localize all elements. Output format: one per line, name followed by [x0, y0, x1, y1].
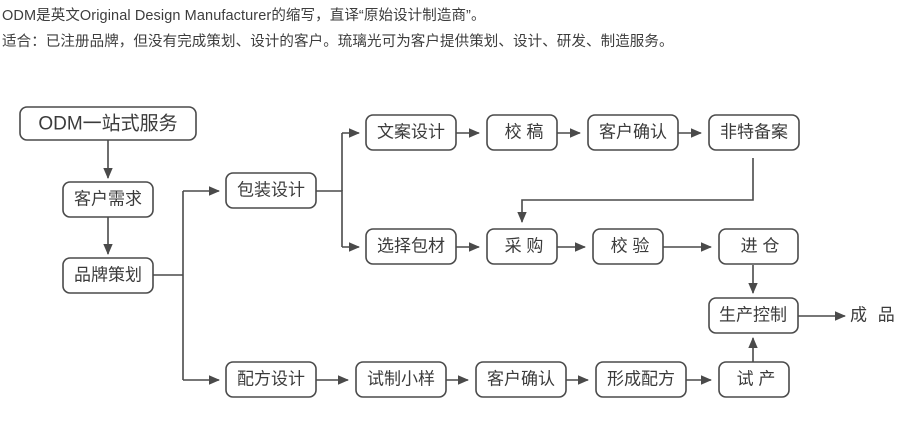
node-warehouse-in-label: 进 仓 — [741, 236, 780, 255]
node-start-label: ODM一站式服务 — [38, 113, 177, 135]
node-select-material-box[interactable] — [365, 228, 457, 265]
node-package-design-label: 包装设计 — [237, 180, 305, 199]
node-customer-confirm-bottom-box[interactable] — [475, 361, 567, 398]
node-inspection[interactable]: 校 验 — [592, 228, 664, 265]
node-copy-design[interactable]: 文案设计 — [365, 114, 457, 151]
node-select-material-label: 选择包材 — [377, 236, 445, 255]
edge-non-special-filing-to-purchase — [517, 158, 754, 223]
node-select-material[interactable]: 选择包材 — [365, 228, 457, 265]
node-copy-design-label: 文案设计 — [377, 122, 445, 141]
node-brand-planning[interactable]: 品牌策划 — [62, 257, 154, 294]
node-copy-design-box[interactable] — [365, 114, 457, 151]
node-purchase-label: 采 购 — [505, 236, 544, 255]
node-brand-planning-label: 品牌策划 — [74, 265, 142, 284]
node-customer-confirm-top-label: 客户确认 — [599, 122, 667, 141]
node-customer-need-box[interactable] — [62, 181, 154, 218]
node-form-formula-label: 形成配方 — [607, 369, 675, 388]
node-trial-sample[interactable]: 试制小样 — [355, 361, 447, 398]
node-warehouse-in[interactable]: 进 仓 — [718, 228, 799, 265]
node-formula-design[interactable]: 配方设计 — [225, 361, 317, 398]
node-package-design[interactable]: 包装设计 — [225, 172, 317, 209]
node-inspection-label: 校 验 — [611, 236, 650, 255]
node-warehouse-in-box[interactable] — [718, 228, 799, 265]
node-customer-need[interactable]: 客户需求 — [62, 181, 154, 218]
node-proofreading[interactable]: 校 稿 — [486, 114, 558, 151]
node-form-formula[interactable]: 形成配方 — [595, 361, 687, 398]
node-start-box[interactable] — [19, 106, 197, 141]
node-trial-sample-box[interactable] — [355, 361, 447, 398]
node-production-control-box[interactable] — [708, 297, 799, 334]
node-production-control[interactable]: 生产控制 — [708, 297, 799, 334]
odm-process-flowchart: ODM一站式服务 客户需求 品牌策划 包装设计 文案设计 校 稿 客户确认 非特… — [19, 106, 898, 398]
node-package-design-box[interactable] — [225, 172, 317, 209]
node-trial-sample-label: 试制小样 — [367, 369, 435, 388]
node-production-control-label: 生产控制 — [719, 305, 787, 324]
node-non-special-filing-label: 非特备案 — [720, 122, 788, 141]
node-proofreading-label: 校 稿 — [505, 122, 544, 141]
node-trial-production[interactable]: 试 产 — [718, 361, 790, 398]
node-inspection-box[interactable] — [592, 228, 664, 265]
node-trial-production-label: 试 产 — [737, 369, 776, 388]
node-finished-product-label: 成 品 — [850, 305, 898, 324]
node-proofreading-box[interactable] — [486, 114, 558, 151]
node-form-formula-box[interactable] — [595, 361, 687, 398]
node-purchase-box[interactable] — [486, 228, 558, 265]
intro-text-block: ODM是英文Original Design Manufacturer的缩写，直译… — [0, 0, 900, 58]
node-start[interactable]: ODM一站式服务 — [19, 106, 197, 141]
intro-line-2: 适合：已注册品牌，但没有完成策划、设计的客户。琉璃光可为客户提供策划、设计、研发… — [2, 34, 674, 50]
node-customer-confirm-bottom-label: 客户确认 — [487, 369, 555, 388]
node-customer-confirm-bottom[interactable]: 客户确认 — [475, 361, 567, 398]
node-formula-design-box[interactable] — [225, 361, 317, 398]
edge-package-design-split — [316, 190, 343, 247]
node-non-special-filing-box[interactable] — [708, 114, 800, 151]
node-purchase[interactable]: 采 购 — [486, 228, 558, 265]
intro-line-1: ODM是英文Original Design Manufacturer的缩写，直译… — [2, 8, 486, 24]
node-non-special-filing[interactable]: 非特备案 — [708, 114, 800, 151]
node-brand-planning-box[interactable] — [62, 257, 154, 294]
node-customer-confirm-top-box[interactable] — [587, 114, 679, 151]
node-trial-production-box[interactable] — [718, 361, 790, 398]
node-customer-need-label: 客户需求 — [74, 189, 142, 208]
node-formula-design-label: 配方设计 — [237, 369, 305, 388]
node-customer-confirm-top[interactable]: 客户确认 — [587, 114, 679, 151]
